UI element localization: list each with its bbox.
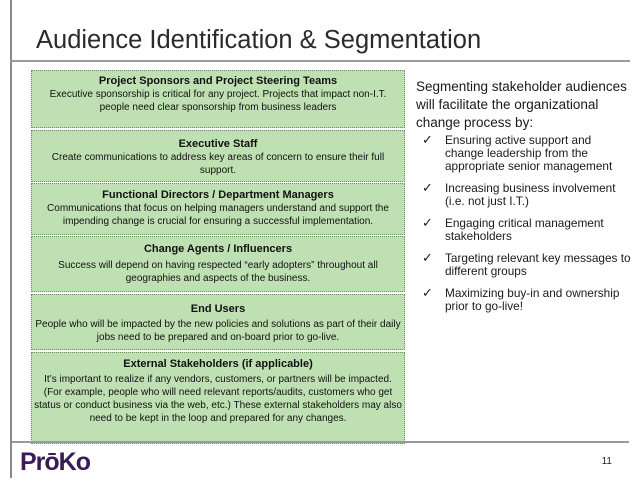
checkmark-icon: ✓ [422, 180, 433, 195]
box-heading: Executive Staff [178, 138, 258, 150]
box-executive-staff: Executive Staff Create communications to… [31, 130, 405, 182]
box-heading: End Users [190, 303, 246, 315]
box-body: Success will depend on having respected … [58, 260, 378, 284]
intro-text: Segmenting stakeholder audiences will fa… [416, 79, 627, 130]
list-item: ✓ Engaging critical management stakehold… [416, 215, 631, 243]
box-body: Executive sponsorship is critical for an… [49, 89, 387, 113]
list-item-text: Targeting relevant key messages to diffe… [445, 251, 631, 278]
box-body: It’s important to realize if any vendors… [34, 374, 402, 424]
checkmark-icon: ✓ [422, 285, 433, 300]
benefit-list: ✓ Ensuring active support and change lea… [416, 132, 631, 313]
company-logo: PrōKo [20, 448, 91, 476]
box-heading: Functional Directors / Department Manage… [102, 189, 334, 201]
list-item: ✓ Targeting relevant key messages to dif… [416, 250, 631, 278]
list-item: ✓ Ensuring active support and change lea… [416, 132, 631, 173]
box-body: Create communications to address key are… [51, 152, 385, 176]
list-item: ✓ Maximizing buy-in and ownership prior … [416, 285, 631, 313]
box-project-sponsors: Project Sponsors and Project Steering Te… [31, 70, 405, 128]
list-item: ✓ Increasing business involvement (i.e. … [416, 180, 631, 208]
checkmark-icon: ✓ [422, 215, 433, 230]
box-heading: Change Agents / Influencers [143, 243, 293, 255]
box-functional-directors: Functional Directors / Department Manage… [31, 183, 405, 235]
title-divider [10, 60, 630, 62]
list-item-text: Engaging critical management stakeholder… [445, 216, 604, 243]
box-external-stakeholders: External Stakeholders (if applicable) It… [31, 352, 405, 444]
box-heading: Project Sponsors and Project Steering Te… [98, 75, 338, 87]
list-item-text: Increasing business involvement (i.e. no… [445, 181, 616, 208]
checkmark-icon: ✓ [422, 132, 433, 147]
box-body: Communications that focus on helping man… [47, 203, 389, 227]
box-heading: External Stakeholders (if applicable) [123, 358, 313, 370]
page-number: 11 [601, 456, 612, 467]
box-end-users: End Users People who will be impacted by… [31, 294, 405, 350]
segmentation-benefits: Segmenting stakeholder audiences will fa… [416, 78, 631, 322]
checkmark-icon: ✓ [422, 250, 433, 265]
list-item-text: Maximizing buy-in and ownership prior to… [445, 286, 620, 313]
footer-divider [12, 441, 629, 443]
left-border-rule [10, 0, 12, 478]
slide-title: Audience Identification & Segmentation [36, 26, 482, 54]
box-body: People who will be impacted by the new p… [35, 319, 401, 343]
list-item-text: Ensuring active support and change leade… [445, 133, 613, 173]
box-change-agents: Change Agents / Influencers Success will… [31, 236, 405, 292]
